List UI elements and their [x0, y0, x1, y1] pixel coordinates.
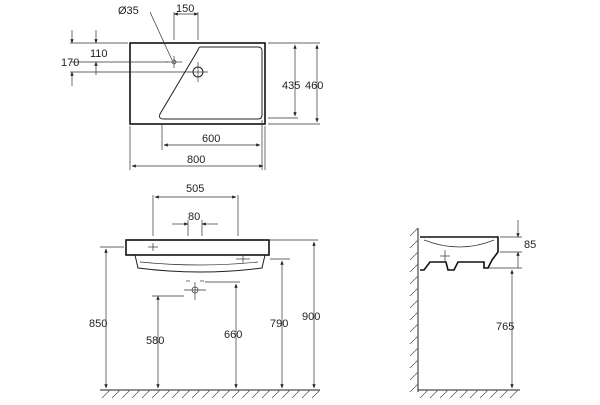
- drain: [188, 62, 208, 82]
- label-depth-460: 460: [305, 80, 323, 92]
- front-view: [100, 195, 321, 399]
- tap-hole: [166, 56, 182, 68]
- label-depth-435: 435: [282, 80, 300, 92]
- label-hole-diameter: Ø35: [118, 5, 139, 17]
- label-width-600: 600: [202, 133, 220, 145]
- basin-inner-bowl: [159, 46, 263, 120]
- side-floor-hatch: [419, 389, 519, 399]
- top-view: [70, 11, 320, 170]
- label-height-790: 790: [270, 318, 288, 330]
- basin-top-outline: [129, 42, 266, 125]
- basin-side-profile: [420, 236, 499, 271]
- label-depth-170: 170: [61, 57, 79, 69]
- label-depth-110: 110: [90, 48, 108, 60]
- label-width-505: 505: [186, 183, 204, 195]
- label-height-850: 850: [89, 318, 107, 330]
- label-hole-offset: 150: [176, 3, 194, 15]
- dimension-labels: Ø35 150 110 170 435 460 600 800 505 80 8…: [61, 3, 536, 347]
- label-width-800: 800: [187, 154, 205, 166]
- basin-front-outline: [125, 239, 270, 256]
- side-view: [409, 220, 522, 399]
- fixing-points: [184, 280, 206, 300]
- wall-hatch: [409, 227, 419, 393]
- label-height-580: 580: [146, 335, 164, 347]
- floor-hatch: [101, 389, 321, 399]
- label-height-660: 660: [224, 329, 242, 341]
- label-height-900: 900: [302, 311, 320, 323]
- label-height-85: 85: [524, 239, 536, 251]
- basin-front-underside: [134, 254, 266, 273]
- label-height-765: 765: [496, 321, 514, 333]
- label-spacing-80: 80: [188, 211, 200, 223]
